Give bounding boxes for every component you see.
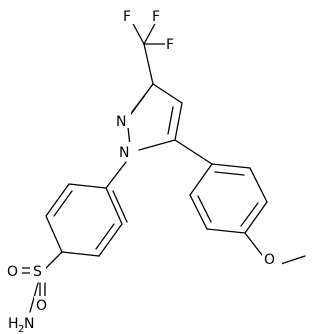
atom-f2: F [152,9,160,25]
bond-br6 [68,183,107,189]
atom-o-sulfonyl-2: O [36,298,47,314]
bond-br3 [61,251,100,257]
bond-br4 [45,215,63,253]
bond-c5-c4 [174,102,183,141]
bond-ar-inner2 [240,202,259,227]
bond-br2 [98,223,123,257]
atom-nh2-h: H [8,316,19,332]
bond-c4-c3 [152,83,183,104]
atom-nh2-subscript: 2 [18,324,24,334]
atom-nh2-n: N [24,316,34,332]
atom-o-methoxy: O [264,252,275,268]
bond-ar6 [189,163,213,196]
bond-c5-c4-double [167,106,174,135]
bond-br-inner2 [53,190,73,217]
bond-ar-o [244,232,263,256]
bond-br5 [45,183,70,217]
atom-f3: F [166,37,174,53]
bond-c5-aryl [174,139,213,165]
bond-ar1 [211,163,251,169]
bond-ar-inner1 [214,171,245,176]
bond-c3-n2-double [130,90,149,115]
bond-ar-inner3 [197,195,212,223]
molecule-diagram: F F F N N O S O O H 2 N [6,8,306,334]
atom-s: S [33,264,42,280]
bond-br-inner3 [112,190,128,223]
bond-ar5 [189,194,208,230]
bond-o-ch3 [280,255,306,265]
bond-c3-ccf3 [143,43,154,85]
bond-ar4 [206,228,246,234]
atom-f1: F [123,9,131,25]
bond-ar-s [45,251,63,269]
structure-svg: F F F N N O S O O H 2 N [6,8,306,334]
bond-br1 [105,187,123,225]
bond-br-inner1 [95,223,115,250]
bond-ar3 [244,201,268,234]
bond-ar2 [249,167,268,203]
bond-n1-c5 [138,139,176,151]
atom-n1: N [119,145,129,161]
bond-n1-aryl [105,161,127,189]
atom-n2: N [116,114,126,130]
atom-o-sulfonyl-1: O [7,264,18,280]
